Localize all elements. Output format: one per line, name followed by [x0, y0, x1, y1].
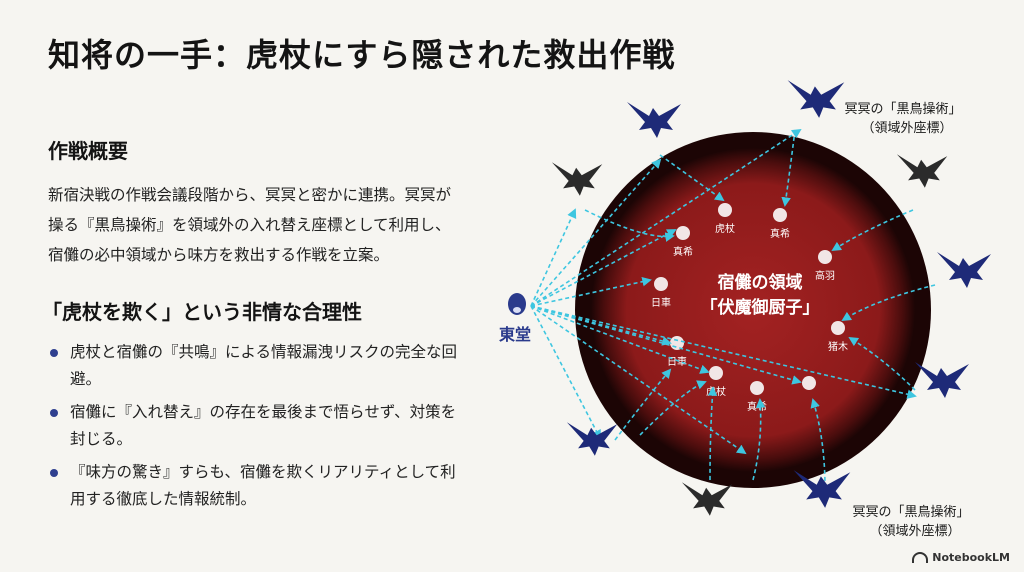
svg-text:虎杖: 虎杖 [706, 385, 726, 398]
crow-dark-icon [681, 482, 733, 516]
brand-watermark: NotebookLM [912, 551, 1010, 564]
crow-blue-icon [937, 252, 991, 288]
svg-text:日車: 日車 [651, 296, 671, 309]
rescue-diagram: 宿儺の領域 「伏魔御厨子」 虎杖 真希 真希 高羽 日車 日車 虎杖 [495, 70, 1024, 560]
domain-circle [575, 132, 931, 488]
character-higuruma-1: 日車 [651, 277, 671, 309]
list-item: 『味方の驚き』すらも、宿儺を欺くリアリティとして利用する徹底した情報統制。 [48, 459, 465, 513]
bullet-icon [50, 409, 58, 417]
list-item: 虎杖と宿儺の『共鳴』による情報漏洩リスクの完全な回避。 [48, 339, 465, 393]
crow-label-top-line2: （領域外座標） [861, 120, 952, 136]
brand-text: NotebookLM [932, 551, 1010, 564]
character-yuji-1: 虎杖 [715, 203, 735, 235]
list-item-text: 宿儺に『入れ替え』の存在を最後まで悟らせず、対策を封じる。 [70, 403, 457, 448]
list-item: 宿儺に『入れ替え』の存在を最後まで悟らせず、対策を封じる。 [48, 399, 465, 453]
character-maki-1: 真希 [770, 208, 790, 240]
crow-blue-icon [915, 362, 969, 398]
rationale-heading: 「虎杖を欺く」という非情な合理性 [42, 300, 362, 324]
svg-text:真希: 真希 [673, 245, 693, 258]
svg-text:虎杖: 虎杖 [715, 222, 735, 235]
svg-text:高羽: 高羽 [815, 269, 835, 282]
arrows-from-crows [584, 129, 936, 489]
list-item-text: 『味方の驚き』すらも、宿儺を欺くリアリティとして利用する徹底した情報統制。 [70, 463, 456, 508]
character-takaba: 高羽 [815, 250, 835, 282]
left-panel: 作戦概要 新宿決戦の作戦会議段階から、冥冥と密かに連携。冥冥が操る『黒鳥操術』を… [42, 135, 478, 519]
svg-text:猪木: 猪木 [828, 341, 848, 353]
crow-dark-icon [896, 154, 948, 188]
crow-blue-icon [793, 470, 851, 508]
bullet-icon [50, 469, 58, 477]
svg-text:真希: 真希 [747, 400, 767, 413]
domain-label-line2: 「伏魔御厨子」 [701, 297, 820, 318]
crow-blue-icon [627, 102, 681, 138]
list-item-text: 虎杖と宿儺の『共鳴』による情報漏洩リスクの完全な回避。 [70, 343, 458, 388]
crow-label-bottom-line1: 冥冥の「黒鳥操術」 [852, 504, 969, 520]
page-title: 知将の一手：虎杖にすら隠された救出作戦 [48, 36, 676, 74]
rationale-list: 虎杖と宿儺の『共鳴』による情報漏洩リスクの完全な回避。 宿儺に『入れ替え』の存在… [48, 339, 478, 513]
overview-body: 新宿決戦の作戦会議段階から、冥冥と密かに連携。冥冥が操る『黒鳥操術』を領域外の入… [48, 186, 452, 264]
domain-label-line1: 宿儺の領域 [718, 272, 803, 293]
overview-heading: 作戦概要 [48, 139, 128, 163]
svg-text:真希: 真希 [770, 227, 790, 240]
notebooklm-logo-icon [912, 552, 929, 563]
crow-blue-icon [566, 422, 618, 456]
todo-figure: 東堂 [499, 293, 531, 344]
crow-dark-icon [551, 162, 603, 196]
crow-label-top-line1: 冥冥の「黒鳥操術」 [844, 101, 961, 117]
todo-label: 東堂 [499, 325, 531, 344]
character-unlabeled [802, 376, 816, 390]
svg-text:日車: 日車 [667, 355, 687, 368]
diagram-svg: 宿儺の領域 「伏魔御厨子」 虎杖 真希 真希 高羽 日車 日車 虎杖 [499, 80, 991, 539]
arrows-from-todo [530, 128, 917, 455]
bullet-icon [50, 349, 58, 357]
crow-label-bottom-line2: （領域外座標） [869, 523, 960, 539]
character-inoki: 猪木 [828, 321, 848, 353]
character-maki-2: 真希 [673, 226, 693, 258]
crow-blue-icon [787, 80, 845, 118]
